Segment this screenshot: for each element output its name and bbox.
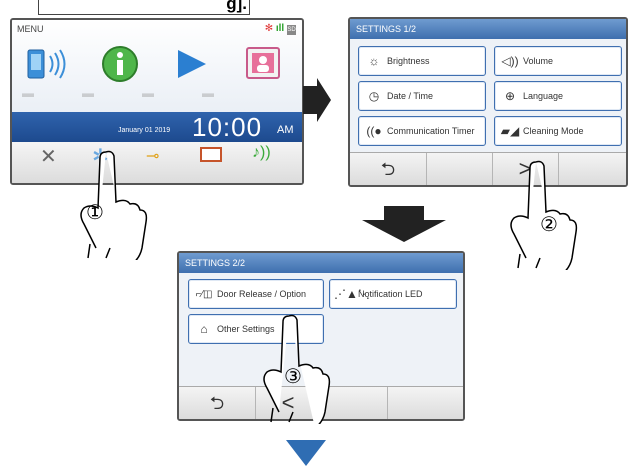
- time-text: 10:00: [192, 112, 263, 142]
- cleaning-mode-label: Cleaning Mode: [523, 126, 584, 136]
- nav-empty-4: [387, 387, 463, 419]
- play-icon[interactable]: [174, 47, 210, 81]
- arrow-right-icon: [303, 78, 331, 122]
- globe-icon: ⊕: [504, 89, 516, 103]
- cleaning-mode-button[interactable]: ▰◢ Cleaning Mode: [494, 116, 622, 146]
- other-settings-button[interactable]: ⌂ Other Settings: [188, 314, 324, 344]
- language-label: Language: [523, 91, 564, 101]
- speaker-icon[interactable]: ♪)): [252, 144, 271, 161]
- icon-reflections: ▬▬▬▬: [22, 86, 262, 100]
- sd-card-icon: SD: [287, 25, 296, 35]
- settings2-screen: SETTINGS 2/2 ⌐⁄◫ Door Release / Option ⋰…: [177, 251, 465, 421]
- volume-label: Volume: [523, 56, 554, 66]
- contact-icon[interactable]: [244, 45, 282, 81]
- settings1-navbar: ⮌ >: [350, 152, 626, 185]
- next-arrow-icon: >: [518, 156, 532, 181]
- monitor-icon[interactable]: [200, 147, 222, 162]
- communication-timer-label: Communication Timer: [387, 126, 475, 136]
- volume-button[interactable]: ◁)) Volume: [494, 46, 622, 76]
- clock-icon: ◷: [368, 89, 380, 103]
- settings1-screen: SETTINGS 1/2 ☼ Brightness ◁)) Volume ◷ D…: [348, 17, 628, 187]
- date-time-button[interactable]: ◷ Date / Time: [358, 81, 486, 111]
- communication-timer-icon: ((●: [366, 124, 382, 138]
- status-icons: ✻ ıll SD: [265, 23, 296, 35]
- brightness-button[interactable]: ☼ Brightness: [358, 46, 486, 76]
- language-button[interactable]: ⊕ Language: [494, 81, 622, 111]
- hand-pointer-2-icon: [510, 160, 578, 270]
- notification-led-label: Notification LED: [358, 289, 423, 299]
- brightness-icon: ☼: [368, 54, 380, 68]
- led-icon: ⋰▲⋱: [334, 287, 370, 301]
- settings2-title: SETTINGS 2/2: [179, 253, 463, 273]
- back-arrow-icon: ⮌: [380, 159, 396, 179]
- nav-empty-1: [426, 153, 493, 185]
- hand-pointer-3-icon: [263, 314, 331, 424]
- top-caption-text: g].: [226, 0, 247, 13]
- nav-empty-3: [321, 387, 388, 419]
- date-time-label: Date / Time: [387, 91, 434, 101]
- notification-led-button[interactable]: ⋰▲⋱ Notification LED: [329, 279, 457, 309]
- top-caption-box: g].: [38, 0, 250, 15]
- back-button[interactable]: ⮌: [350, 153, 427, 185]
- close-icon[interactable]: ✕: [40, 146, 57, 168]
- door-release-button[interactable]: ⌐⁄◫ Door Release / Option: [188, 279, 324, 309]
- back-button-2[interactable]: ⮌: [179, 387, 256, 419]
- menu-screen: MENU ✻ ıll SD ▬▬: [10, 18, 304, 185]
- prev-arrow-icon: <: [281, 390, 295, 415]
- info-icon[interactable]: [100, 44, 140, 84]
- phone-wireless-icon[interactable]: [24, 46, 74, 84]
- back-arrow-icon-2: ⮌: [209, 393, 225, 413]
- door-release-label: Door Release / Option: [217, 289, 307, 299]
- settings1-title: SETTINGS 1/2: [350, 19, 626, 39]
- house-icon: ⌂: [200, 322, 208, 336]
- menu-title: MENU: [17, 24, 44, 34]
- other-settings-label: Other Settings: [217, 324, 275, 334]
- cleaning-icon: ▰◢: [500, 124, 520, 138]
- blue-down-arrow-icon: [286, 440, 326, 466]
- hand-pointer-1-icon: [80, 150, 148, 260]
- key-icon[interactable]: ⊸: [146, 148, 160, 165]
- date-text: January 01 2019: [118, 127, 171, 134]
- volume-icon: ◁)): [501, 54, 519, 68]
- door-release-icon: ⌐⁄◫: [195, 288, 213, 300]
- time-band: January 01 2019 10:00 AM: [12, 112, 302, 142]
- bottom-icon-bar: ✕ ✲ ⊸ ♪)): [12, 142, 302, 183]
- step-2-label: ②: [540, 214, 558, 236]
- snowflake-icon: ✻: [264, 23, 274, 34]
- next-page-button[interactable]: >: [492, 153, 559, 185]
- signal-icon: ıll: [275, 23, 285, 34]
- ampm-text: AM: [277, 124, 294, 136]
- step-3-label: ③: [284, 366, 302, 388]
- communication-timer-button[interactable]: ((● Communication Timer: [358, 116, 486, 146]
- arrow-down-icon: [362, 206, 446, 242]
- brightness-label: Brightness: [387, 56, 430, 66]
- step-1-label: ①: [86, 202, 104, 224]
